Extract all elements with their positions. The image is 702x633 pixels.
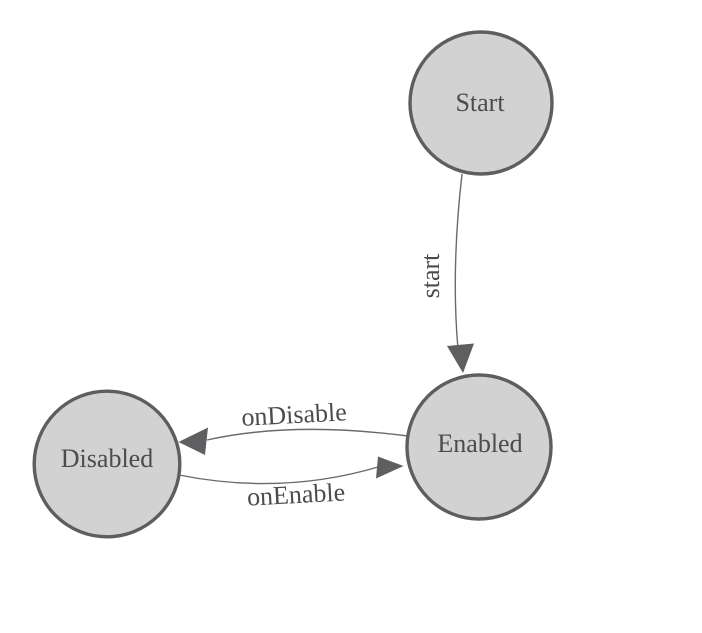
state-node-enabled[interactable]: Enabled <box>405 373 553 521</box>
transition-start-to-enabled[interactable]: start <box>416 173 474 373</box>
edge-arrowhead-left <box>178 427 208 455</box>
state-label-start: Start <box>455 88 505 117</box>
edge-line-onenable[interactable] <box>178 466 379 485</box>
state-label-disabled: Disabled <box>61 444 153 473</box>
state-circle-disabled[interactable] <box>32 389 182 539</box>
edge-line-start[interactable] <box>454 173 463 350</box>
state-node-disabled[interactable]: Disabled <box>32 389 182 539</box>
state-node-start[interactable]: Start <box>408 30 554 176</box>
transition-label-start: start <box>416 253 445 299</box>
transition-label-ondisable: onDisable <box>241 397 348 431</box>
state-circle-enabled[interactable] <box>405 373 553 521</box>
edge-arrowhead-right <box>376 456 404 479</box>
transition-label-onenable: onEnable <box>246 478 346 512</box>
state-label-enabled: Enabled <box>437 429 522 458</box>
transition-disabled-to-enabled[interactable]: onEnable <box>178 456 404 512</box>
edge-line-ondisable[interactable] <box>206 428 409 441</box>
state-circle-start[interactable] <box>408 30 554 176</box>
transition-enabled-to-disabled[interactable]: onDisable <box>178 397 409 455</box>
edge-arrowhead-down <box>447 343 474 373</box>
